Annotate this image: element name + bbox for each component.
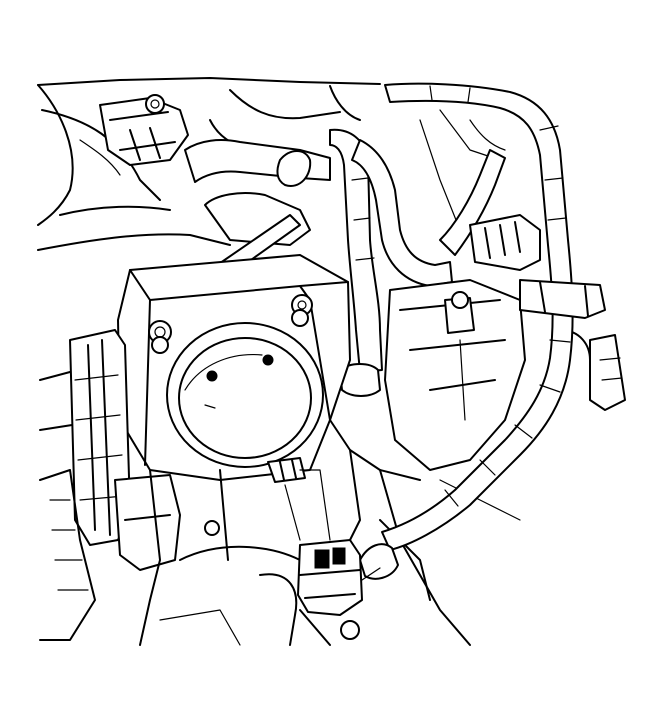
tps-connector — [267, 457, 381, 616]
actuator-housing — [39, 329, 181, 641]
sensor-connector-top — [99, 94, 189, 166]
vacuum-hoses — [184, 128, 506, 397]
harness-clip — [519, 279, 606, 319]
engine-harness — [359, 82, 606, 580]
engine-background-outline — [37, 77, 506, 251]
throttle-body — [117, 254, 360, 640]
mounting-bracket-right — [384, 214, 626, 471]
